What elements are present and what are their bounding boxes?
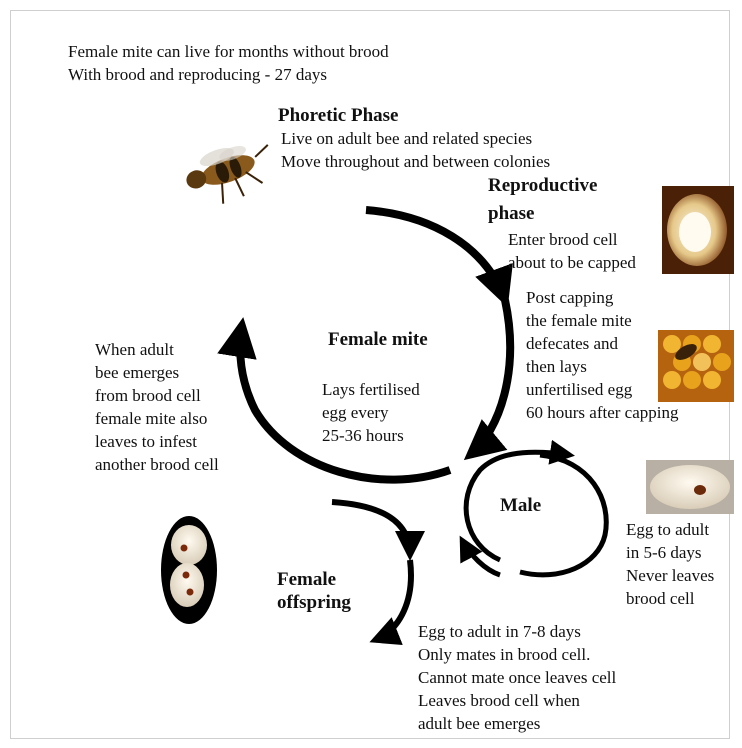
- emerge-line: When adult: [95, 338, 219, 361]
- post-line: unfertilised egg: [526, 378, 678, 401]
- enter-line: about to be capped: [508, 251, 636, 274]
- female-mite-line: egg every: [322, 401, 420, 424]
- male-line: in 5-6 days: [626, 541, 714, 564]
- male-line: brood cell: [626, 587, 714, 610]
- post-line: Post capping: [526, 286, 678, 309]
- post-line: defecates and: [526, 332, 678, 355]
- intro-line: Female mite can live for months without …: [68, 40, 389, 63]
- female-mite-text: Lays fertilised egg every 25-36 hours: [322, 378, 420, 447]
- reproductive-title: Reproductive phase: [488, 172, 597, 228]
- reproductive-title-line: phase: [488, 200, 597, 228]
- bee-icon: [180, 133, 282, 213]
- reproductive-title-line: Reproductive: [488, 172, 597, 200]
- post-line: the female mite: [526, 309, 678, 332]
- emerge-line: female mite also: [95, 407, 219, 430]
- phoretic-title: Phoretic Phase: [278, 104, 399, 127]
- emerge-line: bee emerges: [95, 361, 219, 384]
- male-title: Male: [500, 494, 541, 517]
- male-line: Egg to adult: [626, 518, 714, 541]
- male-text: Egg to adult in 5-6 days Never leaves br…: [626, 518, 714, 610]
- larva-with-mite-photo: [646, 460, 734, 514]
- phoretic-text: Live on adult bee and related species Mo…: [281, 127, 550, 173]
- post-line: then lays: [526, 355, 678, 378]
- offspring-arrow: [332, 502, 410, 555]
- phoretic-line: Live on adult bee and related species: [281, 127, 550, 150]
- emerge-line: from brood cell: [95, 384, 219, 407]
- female-offspring-text: Egg to adult in 7-8 days Only mates in b…: [418, 620, 616, 735]
- intro-text: Female mite can live for months without …: [68, 40, 389, 86]
- intro-line: With brood and reproducing - 27 days: [68, 63, 389, 86]
- female-mite-title: Female mite: [328, 328, 428, 351]
- female-offspring-line: Leaves brood cell when: [418, 689, 616, 712]
- offspring-arrow-down: [375, 560, 411, 640]
- post-line: 60 hours after capping: [526, 401, 678, 424]
- reproductive-post-text: Post capping the female mite defecates a…: [526, 286, 678, 424]
- phoretic-line: Move throughout and between colonies: [281, 150, 550, 173]
- cycle-arrow-lower-right: [470, 300, 510, 455]
- reproductive-enter-text: Enter brood cell about to be capped: [508, 228, 636, 274]
- female-mite-line: 25-36 hours: [322, 424, 420, 447]
- pupae-with-mites-photo: [161, 516, 217, 624]
- emerge-text: When adult bee emerges from brood cell f…: [95, 338, 219, 476]
- emerge-line: leaves to infest: [95, 430, 219, 453]
- male-line: Never leaves: [626, 564, 714, 587]
- female-offspring-line: Cannot mate once leaves cell: [418, 666, 616, 689]
- emerge-line: another brood cell: [95, 453, 219, 476]
- female-offspring-line: adult bee emerges: [418, 712, 616, 735]
- female-mite-line: Lays fertilised: [322, 378, 420, 401]
- female-offspring-title: Female offspring: [277, 568, 351, 614]
- female-offspring-line: Egg to adult in 7-8 days: [418, 620, 616, 643]
- brood-cell-photo: [662, 186, 734, 274]
- female-offspring-title-line: Female: [277, 568, 351, 591]
- enter-line: Enter brood cell: [508, 228, 636, 251]
- female-offspring-title-line: offspring: [277, 591, 351, 614]
- cycle-arrow-reproductive: [366, 210, 505, 300]
- female-offspring-line: Only mates in brood cell.: [418, 643, 616, 666]
